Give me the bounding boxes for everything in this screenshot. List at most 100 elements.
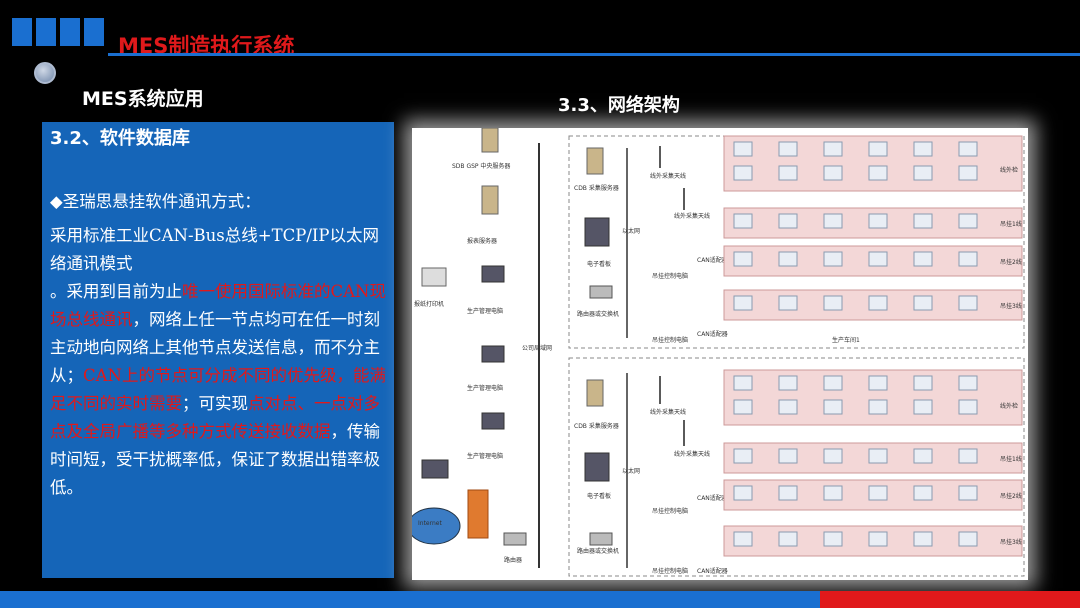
workstation-icon (913, 251, 933, 267)
workstation-icon (733, 531, 753, 547)
network-diagram-svg: SDB GSP 中央服务器 报表服务器 报纸打印机 生产管理电脑 公司局域网 生… (412, 128, 1025, 577)
ant4-label: 线外采集天线 (674, 450, 710, 458)
text-run: 。采用到目前为止 (50, 282, 182, 301)
logo-squares (12, 18, 104, 46)
workstation-icon (733, 375, 753, 391)
workstation-icon (958, 448, 978, 464)
server-icon (481, 128, 499, 153)
row1-label: 吊挂1线 (1000, 220, 1022, 228)
software-database-panel: 3.2、软件数据库 ◆圣瑞思悬挂软件通讯方式： 采用标准工业CAN-Bus总线+… (42, 122, 394, 578)
workstation-icon (868, 213, 888, 229)
workstation-icon (913, 295, 933, 311)
panel-heading: 3.2、软件数据库 (50, 128, 190, 149)
workstation-icon (823, 165, 843, 181)
logo-square (84, 18, 104, 46)
text-run: ，传输时间短，受干扰概率低，保证了数据出错率极低。 (50, 422, 380, 497)
workshop-label: 生产车间1 (832, 336, 860, 344)
switch-icon (589, 532, 613, 546)
workstation-icon (778, 375, 798, 391)
report-label: 报表服务器 (467, 237, 497, 245)
logo-square (12, 18, 32, 46)
sdb-label: SDB GSP 中央服务器 (452, 162, 510, 170)
panel-body: ◆圣瑞思悬挂软件通讯方式： 采用标准工业CAN-Bus总线+TCP/IP以太网络… (50, 188, 386, 502)
logo-square (36, 18, 56, 46)
prod-pc3-label: 生产管理电脑 (467, 452, 503, 460)
logo-square (60, 18, 80, 46)
text-run: ，网络上任一节点均可在任一时刻主动地向网络上其他节点发送信息，而不分主从； (50, 310, 380, 385)
can2-label: CAN适配器 (697, 330, 728, 338)
workstation-icon (823, 213, 843, 229)
cdb2-label: CDB 采集服务器 (574, 422, 619, 430)
text-run: ；可实现 (182, 394, 248, 413)
workstation-icon (733, 165, 753, 181)
workstation-icon (868, 399, 888, 415)
workstation-icon (958, 295, 978, 311)
company-lan-label: 公司局域网 (522, 344, 552, 352)
workstation-icon (913, 141, 933, 157)
router-label: 路由器 (504, 556, 522, 564)
prod-pc-label: 生产管理电脑 (467, 307, 503, 315)
workstation-icon (958, 399, 978, 415)
bullet-line: ◆圣瑞思悬挂软件通讯方式： (50, 192, 261, 211)
workstation-icon (958, 531, 978, 547)
section-subtitle: MES系统应用 (82, 88, 204, 110)
row-out-b-label: 线外检 (1000, 402, 1018, 410)
station-icons (733, 141, 978, 547)
workstation-icon (733, 213, 753, 229)
workstation-icon (733, 399, 753, 415)
workstation-icon (823, 399, 843, 415)
hpc3-label: 吊挂控制电脑 (652, 507, 688, 515)
workstation-icon (913, 531, 933, 547)
workstation-icon (778, 399, 798, 415)
workstation-icon (868, 165, 888, 181)
workstation-icon (823, 485, 843, 501)
row2-b-label: 吊挂2线 (1000, 492, 1022, 500)
highlight-text: 唯一使用国际标准的CAN现场总线通讯 (50, 282, 386, 329)
display-board-icon (584, 217, 610, 247)
footer-bar-blue (0, 591, 820, 608)
internet-label: Internet (418, 520, 442, 527)
workstation-icon (913, 448, 933, 464)
row3-label: 吊挂3线 (1000, 302, 1022, 310)
prod-pc2-label: 生产管理电脑 (467, 384, 503, 392)
workstation-icon (958, 375, 978, 391)
paragraph-1: 采用标准工业CAN-Bus总线+TCP/IP以太网络通讯模式 (50, 226, 380, 273)
workstation-icon (958, 165, 978, 181)
workstation-icon (778, 251, 798, 267)
workstation-icon (868, 295, 888, 311)
server-icon (481, 185, 499, 215)
ant3-label: 线外采集天线 (650, 408, 686, 416)
lan1-label: 以太网 (622, 227, 640, 235)
workstation-icon (778, 213, 798, 229)
workstation-icon (823, 531, 843, 547)
workstation-icon (778, 295, 798, 311)
laptop-icon (421, 459, 449, 479)
workstation-icon (868, 485, 888, 501)
workstation-icon (823, 141, 843, 157)
eboard1-label: 电子看板 (587, 260, 611, 268)
workstation-icon (733, 485, 753, 501)
workstation-icon (823, 448, 843, 464)
workstation-icon (778, 531, 798, 547)
paragraph-2: 。采用到目前为止唯一使用国际标准的CAN现场总线通讯，网络上任一节点均可在任一时… (50, 278, 386, 502)
workstation-icon (913, 375, 933, 391)
workstation-icon (868, 375, 888, 391)
can4-label: CAN适配器 (697, 567, 728, 575)
workstation-icon (823, 251, 843, 267)
workstation-icon (733, 295, 753, 311)
can3-label: CAN适配器 (697, 494, 728, 502)
workstation-icon (733, 251, 753, 267)
workstation-icon (778, 485, 798, 501)
highlight-text: 点对点、一点对多点及全局广播等多种方式传送接收数据 (50, 394, 380, 441)
row2-label: 吊挂2线 (1000, 258, 1022, 266)
workstation-icon (958, 485, 978, 501)
server-icon (586, 147, 604, 175)
display-board-icon (584, 452, 610, 482)
switch1-label: 路由器或交换机 (577, 310, 619, 318)
workstation-icon (778, 165, 798, 181)
section-frame (568, 357, 1025, 577)
cdb1-label: CDB 采集服务器 (574, 184, 619, 192)
workstation-icon (733, 141, 753, 157)
ant1-label: 线外采集天线 (650, 172, 686, 180)
switch-icon (589, 285, 613, 299)
